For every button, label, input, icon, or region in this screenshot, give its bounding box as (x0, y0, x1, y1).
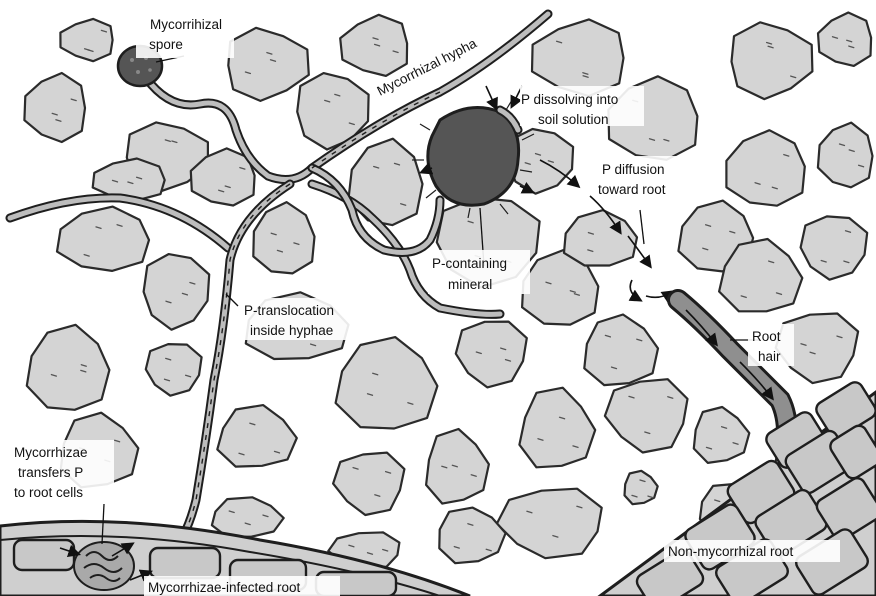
label-root-hair-line2: hair (758, 349, 781, 364)
label-mycorrhizal-spore-line1: Mycorrihizal (150, 17, 222, 32)
label-p-translocation-line1: P-translocation (244, 303, 334, 318)
label-root-hair-line1: Root (752, 329, 781, 344)
soil-particle (625, 471, 658, 504)
soil-particle (27, 325, 110, 410)
soil-particle (801, 216, 868, 279)
soil-particle (146, 344, 202, 396)
soil-particle (532, 19, 624, 96)
soil-particle (212, 497, 284, 537)
soil-particle (253, 202, 314, 273)
soil-particle (60, 19, 112, 61)
label-mycorrhizae-transfers-line2: transfers P (18, 465, 83, 480)
soil-particle (519, 388, 595, 468)
soil-particle (818, 13, 871, 66)
soil-particle (24, 73, 85, 142)
label-p-diffusion-line2: toward root (598, 182, 666, 197)
soil-particle (228, 28, 308, 101)
label-mycorrhizae-transfers-line3: to root cells (14, 485, 83, 500)
soil-particle (333, 453, 404, 515)
label-p-containing-line2: mineral (448, 277, 492, 292)
label-p-translocation-line2: inside hyphae (250, 323, 333, 338)
soil-particle (694, 407, 750, 463)
soil-particle (584, 315, 658, 386)
label-p-diffusion-line1: P diffusion (602, 162, 665, 177)
soil-particle (57, 207, 149, 271)
soil-particle (726, 130, 804, 206)
label-mycorrhizae-transfers-line1: Mycorrhizae (14, 445, 88, 460)
soil-particle (732, 22, 813, 99)
soil-particle (497, 489, 602, 559)
soil-particle (217, 405, 296, 467)
label-p-dissolving-line2: soil solution (538, 112, 609, 127)
soil-particle (818, 123, 873, 188)
label-p-dissolving-line1: P dissolving into (521, 92, 618, 107)
arbuscule (74, 542, 134, 590)
label-non-mycorrhizal-root: Non-mycorrhizal root (668, 544, 794, 559)
soil-particle (439, 508, 505, 564)
soil-particle (340, 15, 407, 76)
soil-particle (564, 210, 637, 265)
label-p-containing-line1: P-containing (432, 256, 507, 271)
label-mycorrhizal-spore-line2: spore (149, 37, 183, 52)
soil-particle (605, 379, 688, 452)
soil-particle (144, 254, 210, 330)
soil-particle (456, 322, 527, 388)
soil-particle (336, 337, 438, 428)
label-mycorrhizae-infected-root: Mycorrhizae-infected root (148, 580, 301, 595)
